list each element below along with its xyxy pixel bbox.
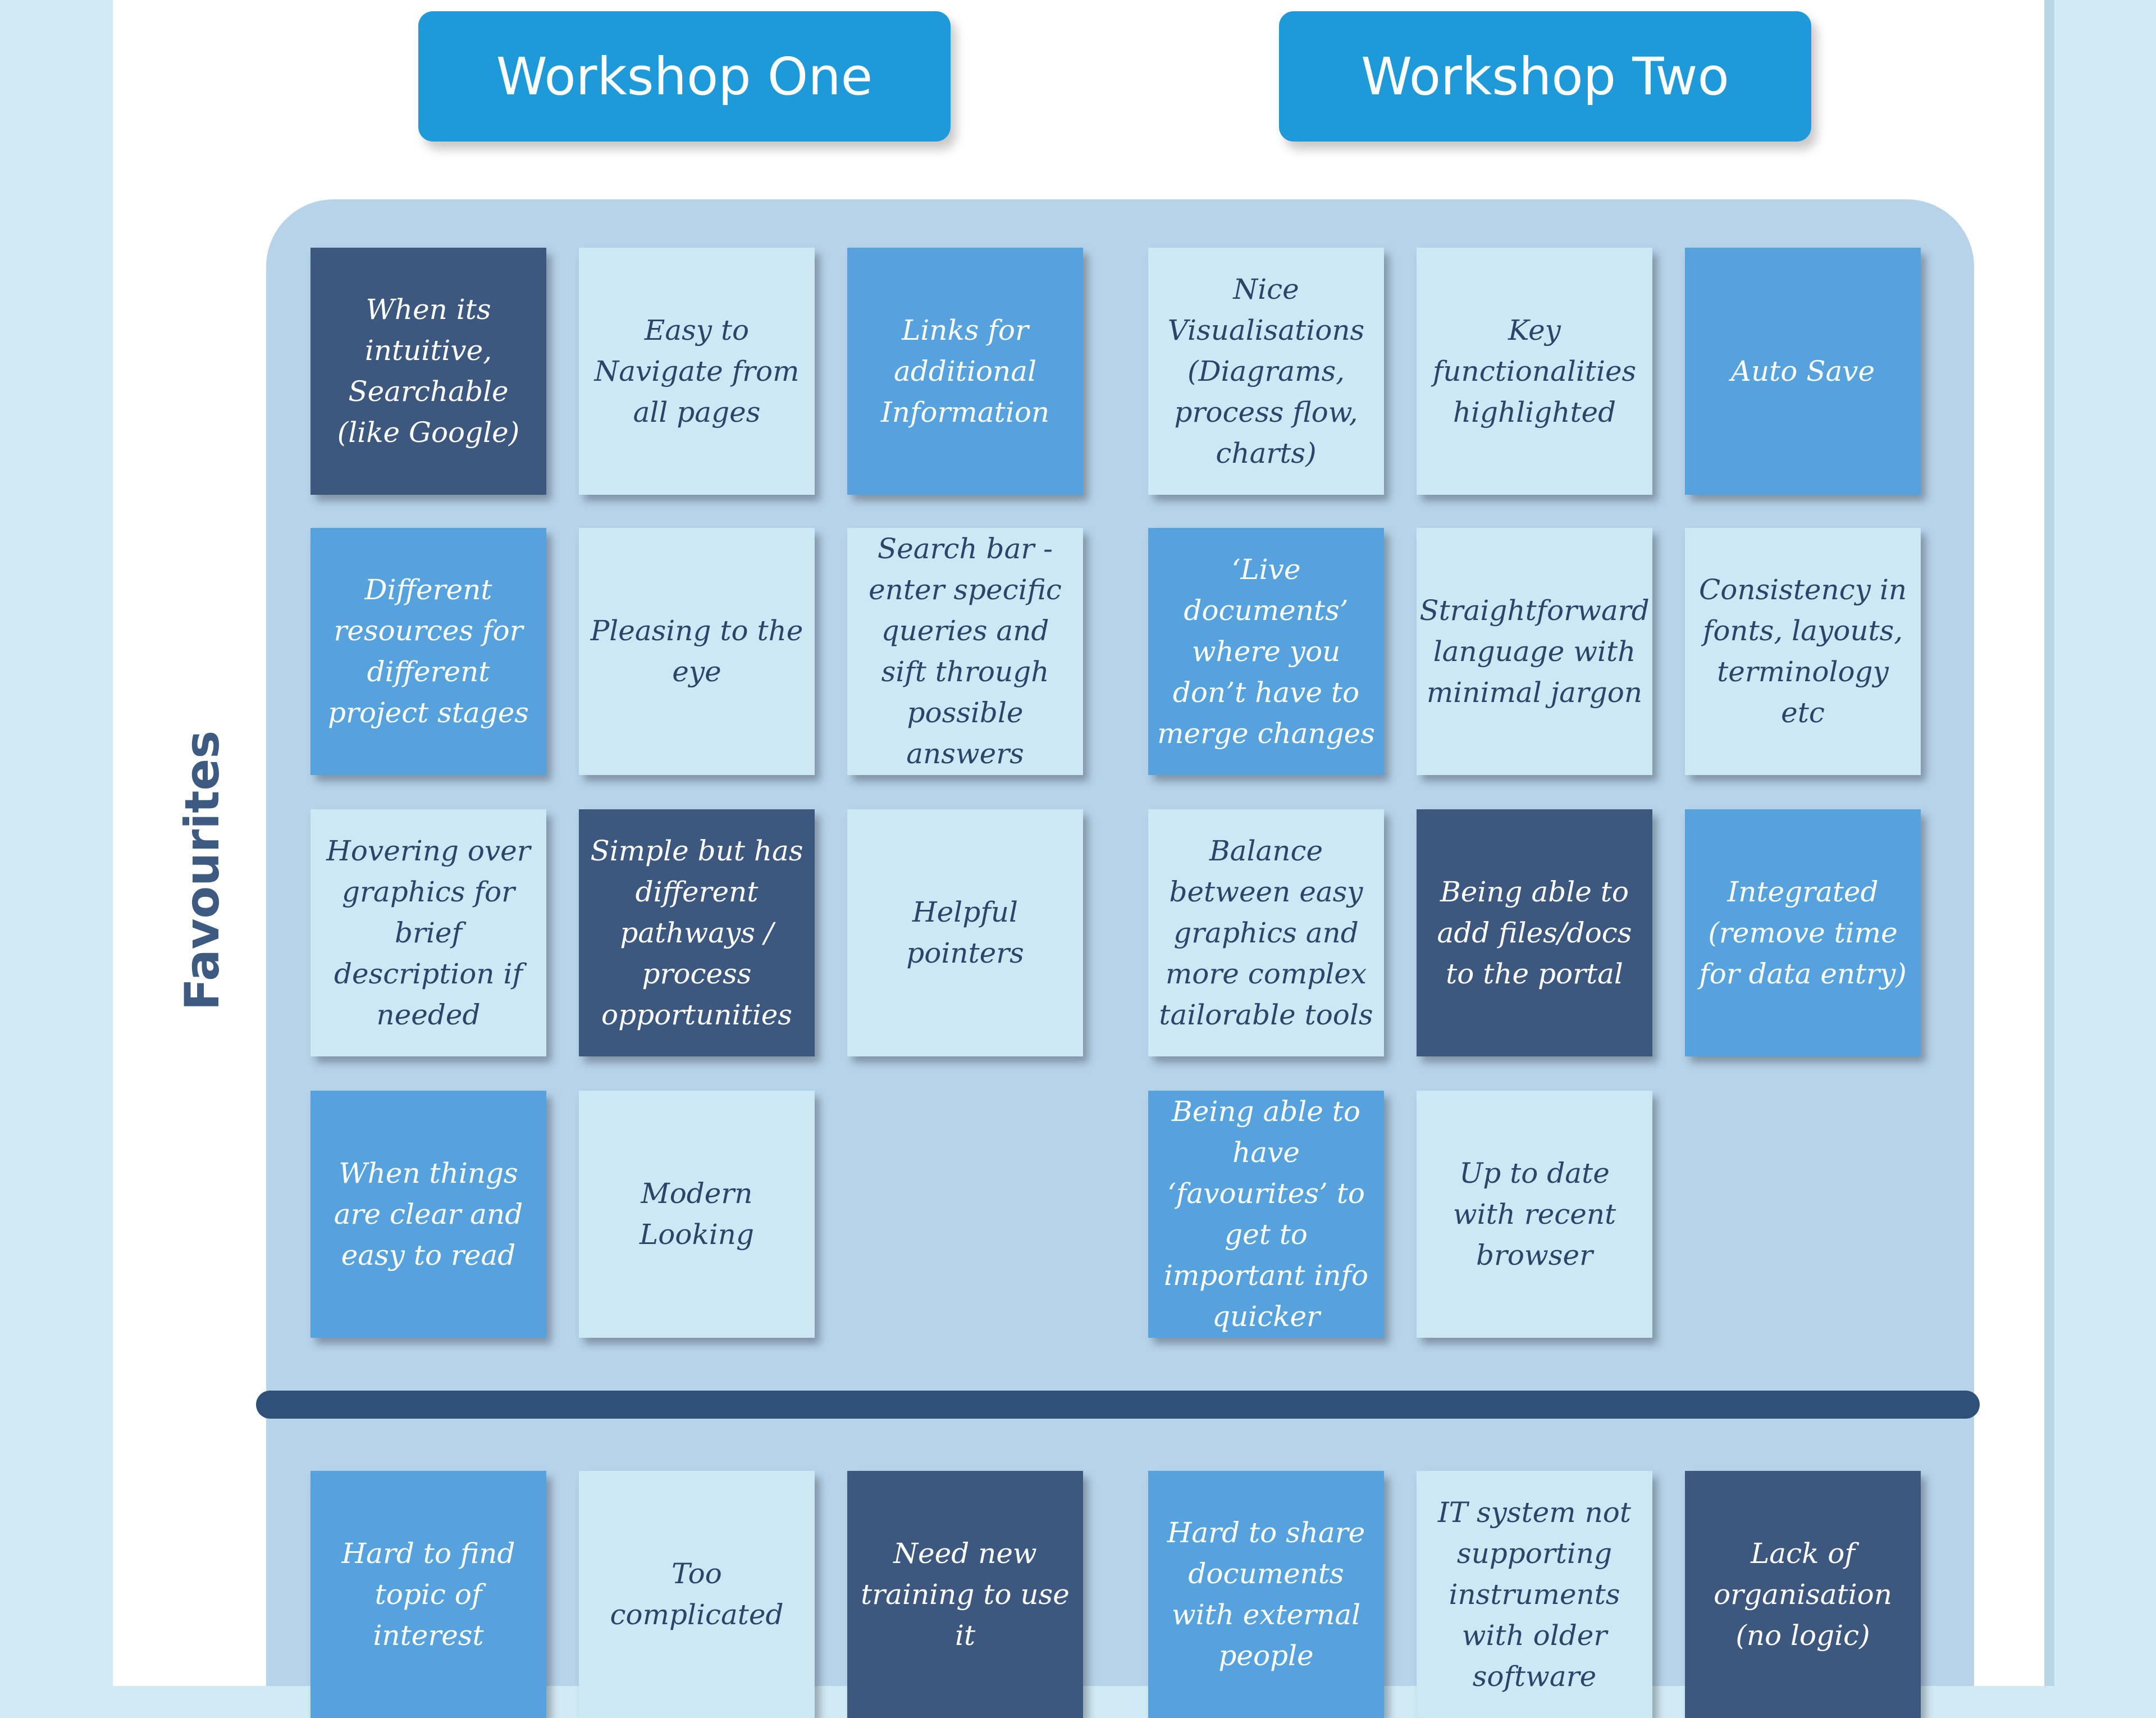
sticky-note-text: When its intuitive, Searchable (like Goo…: [337, 293, 520, 449]
favourite-note: When its intuitive, Searchable (like Goo…: [310, 248, 546, 495]
sticky-note-text: Simple but has different pathways / proc…: [590, 834, 803, 1031]
favourite-note: Simple but has different pathways / proc…: [579, 809, 815, 1056]
sticky-note-text: ‘Live documents’ where you don’t have to…: [1157, 553, 1375, 750]
favourite-note: Links for additional Information: [847, 248, 1083, 495]
issue-note: IT system not supporting instruments wit…: [1417, 1471, 1652, 1718]
sticky-note-text: Nice Visualisations (Diagrams, process f…: [1167, 272, 1365, 470]
sticky-note-text: Hovering over graphics for brief descrip…: [326, 834, 531, 1031]
sticky-note-text: Search bar - enter specific queries and …: [869, 532, 1062, 770]
sticky-note-text: Pleasing to the eye: [590, 614, 803, 688]
favourite-note: Being able to add files/docs to the port…: [1417, 809, 1652, 1056]
sticky-note-text: Modern Looking: [640, 1177, 754, 1251]
sticky-note-text: Links for additional Information: [880, 313, 1050, 429]
sticky-note-text: Hard to find topic of interest: [341, 1537, 515, 1652]
header-workshop-two: Workshop Two: [1279, 11, 1811, 142]
sticky-note-text: Being able to have ‘favourites’ to get t…: [1163, 1095, 1369, 1333]
sticky-note-text: Balance between easy graphics and more c…: [1159, 834, 1373, 1031]
favourite-note: Integrated (remove time for data entry): [1685, 809, 1921, 1056]
favourite-note: When things are clear and easy to read: [310, 1091, 546, 1338]
sticky-note-text: Integrated (remove time for data entry): [1699, 875, 1907, 990]
issue-note: Hard to find topic of interest: [310, 1471, 546, 1718]
section-divider: [256, 1391, 1980, 1419]
sticky-note-text: Different resources for different projec…: [328, 573, 529, 729]
sticky-note-text: Being able to add files/docs to the port…: [1437, 875, 1632, 990]
favourite-note: Balance between easy graphics and more c…: [1148, 809, 1384, 1056]
favourite-note: Pleasing to the eye: [579, 528, 815, 775]
sticky-note-text: Helpful pointers: [906, 896, 1024, 969]
sticky-note-text: Hard to share documents with external pe…: [1167, 1516, 1365, 1672]
favourite-note: Auto Save: [1685, 248, 1921, 495]
issue-note: Need new training to use it: [847, 1471, 1083, 1718]
favourites-label: Favourites: [175, 730, 230, 1011]
sticky-note-text: Consistency in fonts, layouts, terminolo…: [1698, 573, 1907, 729]
favourite-note: Up to date with recent browser: [1417, 1091, 1652, 1338]
favourite-note: Nice Visualisations (Diagrams, process f…: [1148, 248, 1384, 495]
issue-note: Lack of organisation (no logic): [1685, 1471, 1921, 1718]
favourite-note: Modern Looking: [579, 1091, 815, 1338]
favourite-note: ‘Live documents’ where you don’t have to…: [1148, 528, 1384, 775]
sticky-note-text: Easy to Navigate from all pages: [594, 313, 800, 429]
sticky-note-text: Up to date with recent browser: [1452, 1156, 1616, 1272]
favourite-note: Search bar - enter specific queries and …: [847, 528, 1083, 775]
issue-note: Hard to share documents with external pe…: [1148, 1471, 1384, 1718]
sticky-note-text: Auto Save: [1730, 354, 1875, 388]
favourite-note: Different resources for different projec…: [310, 528, 546, 775]
favourite-note: Key functionalities highlighted: [1417, 248, 1652, 495]
sticky-note-text: Lack of organisation (no logic): [1714, 1537, 1892, 1652]
sticky-note-text: IT system not supporting instruments wit…: [1438, 1496, 1631, 1693]
header-workshop-one: Workshop One: [418, 11, 951, 142]
favourite-note: Easy to Navigate from all pages: [579, 248, 815, 495]
sticky-note-text: Key functionalities highlighted: [1432, 313, 1637, 429]
favourite-note: Hovering over graphics for brief descrip…: [310, 809, 546, 1056]
sticky-note-text: Need new training to use it: [861, 1537, 1070, 1652]
sticky-note-text: Straightforward language with minimal ja…: [1419, 594, 1650, 709]
sticky-note-text: Too complicated: [610, 1557, 784, 1631]
sticky-note-text: When things are clear and easy to read: [334, 1156, 523, 1272]
favourite-note: Consistency in fonts, layouts, terminolo…: [1685, 528, 1921, 775]
favourite-note: Straightforward language with minimal ja…: [1417, 528, 1652, 775]
issue-note: Too complicated: [579, 1471, 815, 1718]
favourite-note: Being able to have ‘favourites’ to get t…: [1148, 1091, 1384, 1338]
favourite-note: Helpful pointers: [847, 809, 1083, 1056]
